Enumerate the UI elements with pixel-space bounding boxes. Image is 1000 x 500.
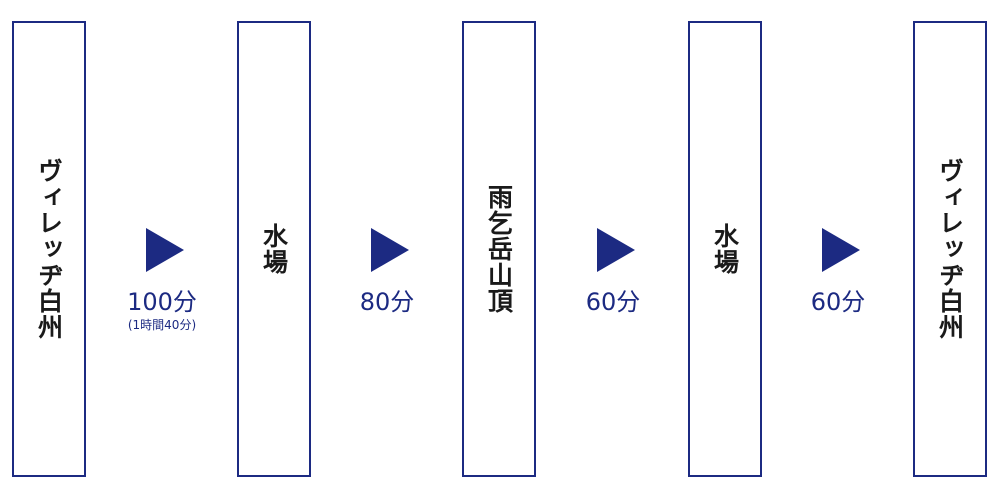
stop-label: ヴィレッヂ白州	[935, 158, 965, 340]
leg-duration: 60分	[810, 288, 866, 316]
play-arrow-icon	[146, 228, 184, 272]
stop-label: ヴィレッヂ白州	[34, 158, 64, 340]
route-stop-end: ヴィレッヂ白州	[913, 21, 987, 477]
stop-label: 水場	[259, 223, 289, 275]
stop-label: 雨乞岳山頂	[484, 184, 514, 314]
route-stop-water-1: 水場	[237, 21, 311, 477]
play-arrow-icon	[822, 228, 860, 272]
route-leg-3: 60分	[553, 228, 673, 314]
stop-label: 水場	[710, 223, 740, 275]
route-stop-start: ヴィレッヂ白州	[12, 21, 86, 477]
route-leg-1: 100分 (1時間40分)	[102, 228, 222, 331]
leg-duration-detail: (1時間40分)	[127, 318, 197, 332]
route-leg-4: 60分	[778, 228, 898, 314]
route-stop-summit: 雨乞岳山頂	[462, 21, 536, 477]
route-leg-2: 80分	[327, 228, 447, 314]
leg-duration: 80分	[359, 288, 415, 316]
play-arrow-icon	[371, 228, 409, 272]
play-arrow-icon	[597, 228, 635, 272]
leg-duration: 100分	[127, 288, 197, 316]
route-stop-water-2: 水場	[688, 21, 762, 477]
leg-duration: 60分	[585, 288, 641, 316]
